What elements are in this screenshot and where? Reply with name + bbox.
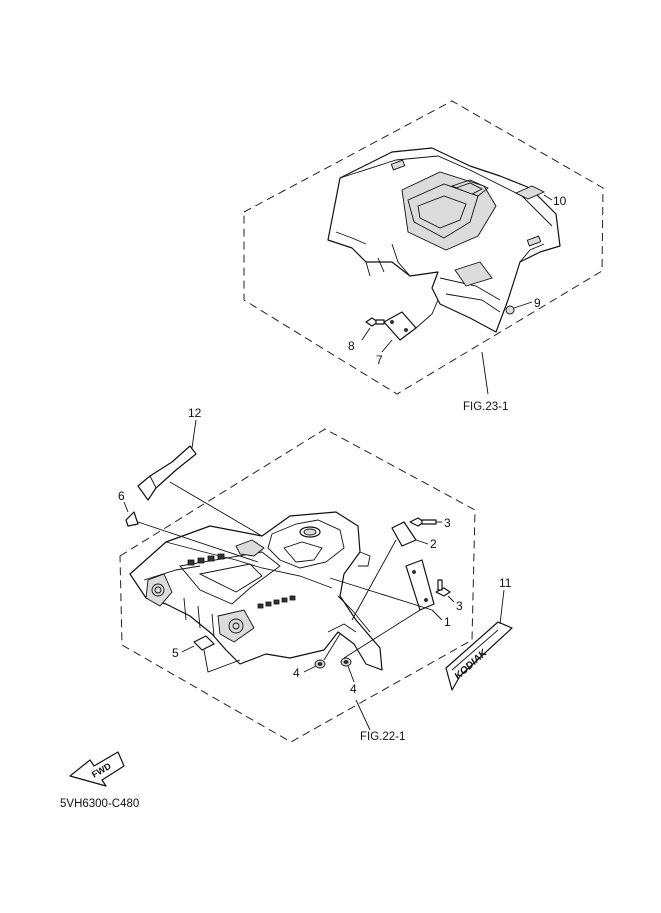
part-3-bolt-lower[interactable] (435, 579, 451, 597)
part-4-grommet-right[interactable] (340, 657, 352, 667)
callout-12[interactable]: 12 (188, 406, 202, 420)
fwd-direction-arrow: FWD (69, 751, 125, 787)
part-12-decal-strip[interactable] (137, 445, 197, 501)
callout-10[interactable]: 10 (553, 194, 567, 208)
diagram-code: 5VH6300-C480 (60, 798, 139, 810)
callout-2[interactable]: 2 (430, 537, 437, 551)
part-10-label-decal[interactable] (514, 185, 546, 200)
rear-group-boundary (243, 100, 604, 395)
front-panel-vents (187, 553, 296, 609)
fig-ref-front[interactable]: FIG.22-1 (360, 731, 405, 743)
callout-3-upper[interactable]: 3 (444, 516, 451, 530)
rear-fender[interactable] (327, 147, 561, 333)
fig-ref-rear[interactable]: FIG.23-1 (463, 401, 508, 413)
front-fender[interactable] (129, 511, 383, 671)
callout-4-right[interactable]: 4 (350, 682, 357, 696)
callout-11[interactable]: 11 (499, 576, 512, 590)
callout-1[interactable]: 1 (444, 615, 451, 629)
callout-7[interactable]: 7 (376, 353, 383, 367)
front-fender-group: 12 6 5 2 3 1 (118, 406, 476, 743)
callout-3-lower[interactable]: 3 (456, 599, 463, 613)
callout-6[interactable]: 6 (118, 489, 125, 503)
part-1-plate[interactable] (405, 559, 435, 611)
part-6-emblem[interactable] (125, 511, 139, 527)
callout-4-left[interactable]: 4 (293, 666, 300, 680)
part-2-bracket[interactable] (391, 521, 417, 547)
rear-fender-group: 10 9 7 8 FIG.23-1 (243, 100, 604, 413)
callout-5[interactable]: 5 (172, 646, 179, 660)
callout-9[interactable]: 9 (534, 296, 541, 310)
part-9-grommet[interactable] (505, 305, 515, 315)
front-group-boundary (119, 428, 476, 743)
part-8-screw[interactable] (365, 317, 385, 327)
part-4-grommet-left[interactable] (314, 659, 326, 669)
part-11-decal[interactable]: KODIAK (445, 621, 513, 691)
part-3-bolt-upper[interactable] (409, 517, 437, 527)
part-5-label[interactable] (193, 635, 215, 651)
callout-8[interactable]: 8 (348, 339, 355, 353)
part-7-plate[interactable] (383, 311, 417, 341)
